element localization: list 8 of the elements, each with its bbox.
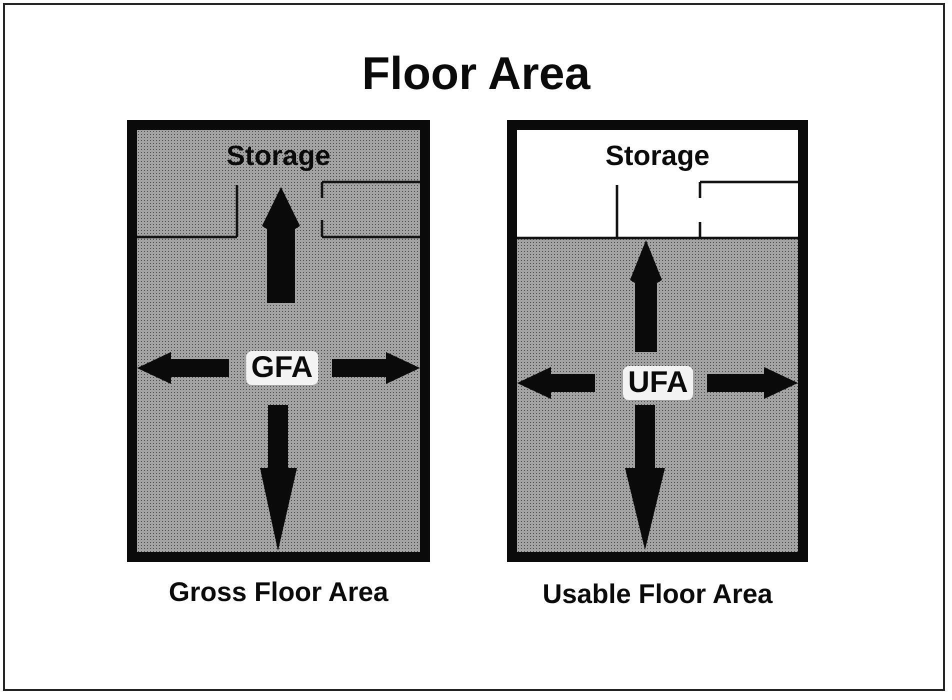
area-label: UFA [623, 366, 693, 400]
plan-caption: Gross Floor Area [168, 576, 388, 608]
title: Floor Area [362, 46, 590, 100]
room-label: Storage [605, 140, 710, 172]
area-label: GFA [246, 351, 318, 385]
room-label: Storage [226, 140, 331, 172]
storage-room [517, 130, 798, 238]
plan-caption: Usable Floor Area [542, 578, 773, 610]
